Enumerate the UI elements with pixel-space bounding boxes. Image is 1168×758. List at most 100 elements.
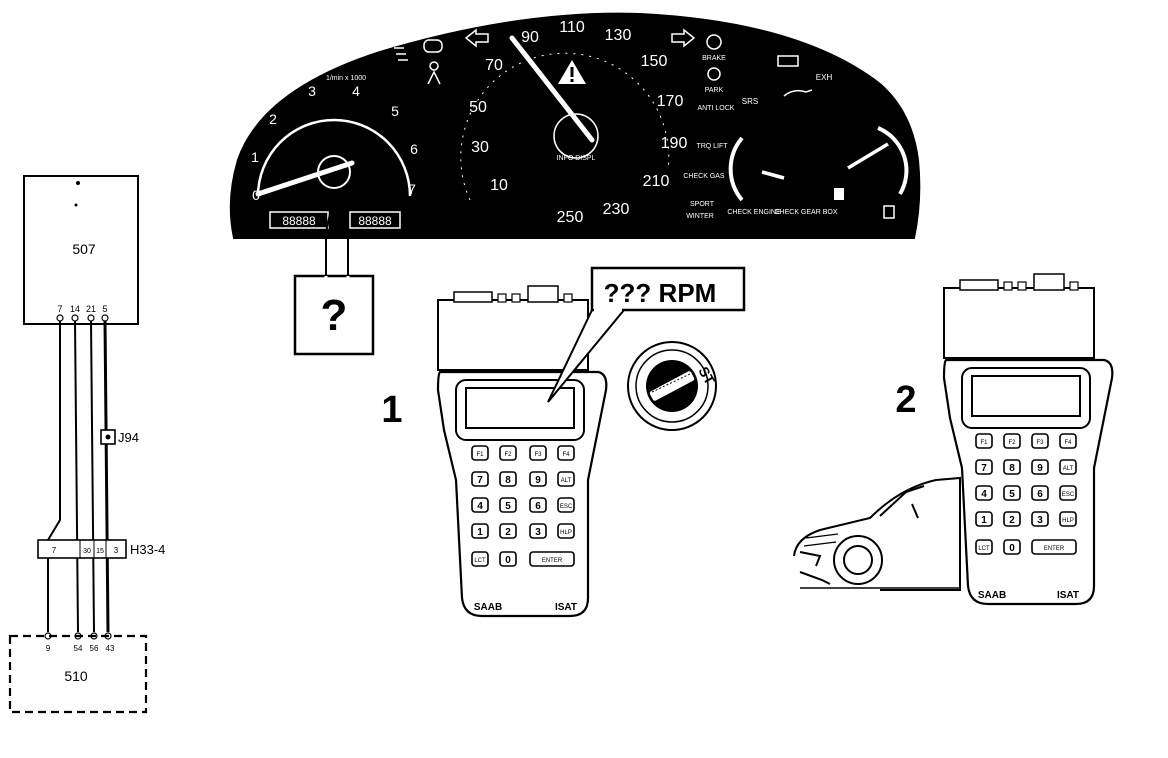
svg-text:0: 0 [1009, 543, 1015, 554]
tacho-tick-5: 5 [391, 103, 399, 119]
tacho-tick-1: 1 [251, 149, 259, 165]
svg-text:7: 7 [981, 463, 987, 474]
speed-tick-50: 50 [469, 99, 487, 116]
pin-label-14: 14 [70, 304, 80, 314]
tacho-tick-4: 4 [352, 83, 360, 99]
turn-right-icon [671, 28, 696, 48]
tester-1-brand: SAAB [474, 602, 502, 613]
svg-text:ENTER: ENTER [1044, 546, 1065, 552]
fuel-pump-icon [834, 188, 844, 200]
headlight-icon [423, 39, 443, 53]
sport-label: SPORT [690, 201, 715, 208]
svg-text:4: 4 [981, 489, 987, 500]
svg-text:1: 1 [981, 515, 987, 526]
svg-text:F4: F4 [562, 452, 570, 458]
svg-text:9: 9 [1037, 463, 1043, 474]
question-mark: ? [321, 291, 348, 340]
temperature-gauge: CHECK ENGINE CHECK GEAR BOX [727, 136, 838, 216]
speed-tick-230: 230 [603, 201, 630, 218]
tester-2-brand: SAAB [978, 590, 1006, 601]
svg-text:1: 1 [477, 527, 483, 538]
ignition-key-icon [648, 369, 696, 403]
check-gearbox-label: CHECK GEAR BOX [774, 209, 837, 216]
pin-label-7: 7 [57, 304, 62, 314]
module-510-label: 510 [64, 668, 88, 684]
pin-label-21: 21 [86, 304, 96, 314]
question-callout: ? [293, 192, 375, 356]
fuel-low-icon [883, 205, 895, 219]
pin-label-5: 5 [102, 304, 107, 314]
speed-tick-190: 190 [661, 135, 688, 152]
tester-1: F1 F2 F3 F4 7 8 9 ALT 4 5 6 ESC 1 2 3 HL… [436, 284, 608, 618]
svg-text:HLP: HLP [1062, 518, 1074, 524]
oil-icon [783, 89, 813, 97]
check-engine-label: CHECK ENGINE [727, 209, 781, 216]
battery-icon [777, 55, 799, 67]
speedometer: INFO DISPL 10 30 50 70 90 110 130 150 17… [460, 19, 688, 226]
tester-1-keypad: F1 F2 F3 F4 7 8 9 ALT 4 5 6 ESC 1 2 3 HL… [471, 445, 575, 567]
seatbelt-icon [427, 61, 441, 85]
svg-text:HLP: HLP [560, 530, 572, 536]
tester-2-model: ISAT [1057, 590, 1079, 601]
svg-text:88888: 88888 [282, 214, 316, 228]
warning-icons-left [394, 28, 696, 85]
tacho-tick-7: 7 [408, 181, 416, 197]
pin-label-9: 9 [46, 644, 51, 653]
svg-text:6: 6 [535, 501, 541, 512]
speed-tick-70: 70 [485, 57, 503, 74]
info-display-label: INFO DISPL [557, 155, 596, 162]
srs-label: SRS [742, 97, 758, 106]
wire-21 [90, 320, 95, 633]
brake-label: BRAKE [702, 55, 726, 62]
svg-text:2: 2 [505, 527, 511, 538]
ignition-switch: ST [627, 341, 718, 431]
exh-label: EXH [816, 73, 833, 82]
tacho-unit-note: 1/min x 1000 [326, 75, 366, 82]
brake-icon [706, 34, 722, 50]
svg-text:ESC: ESC [1062, 492, 1075, 498]
speed-tick-170: 170 [657, 93, 684, 110]
wire-7 [47, 321, 61, 632]
connector-pin-30: 30 [83, 548, 91, 555]
pin-label-54: 54 [74, 644, 83, 653]
tacho-tick-0: 0 [252, 187, 260, 203]
tacho-needle [255, 160, 355, 197]
module-507 [23, 175, 139, 325]
svg-text:5: 5 [505, 501, 511, 512]
svg-text:4: 4 [477, 501, 483, 512]
connector-h33-4-label: H33-4 [130, 542, 165, 557]
pin-label-56: 56 [90, 644, 99, 653]
module-507-label: 507 [72, 241, 96, 257]
svg-text:88888: 88888 [358, 214, 392, 228]
fog-light-icon [394, 47, 408, 61]
speed-tick-10: 10 [490, 177, 508, 194]
tacho-tick-2: 2 [269, 111, 277, 127]
tester-2-keypad: F1 F2 F3 F4 7 8 9 ALT 4 5 6 ESC 1 2 3 HL… [975, 433, 1077, 555]
instrument-cluster: 0 1 2 3 4 5 6 7 1/min x 1000 88888 88888 [229, 12, 921, 239]
tacho-tick-3: 3 [308, 83, 316, 99]
car-illustration [793, 476, 961, 591]
warning-labels-right: BRAKE PARK ANTI LOCK TRQ LIFT CHECK GAS … [683, 34, 833, 220]
svg-text:9: 9 [535, 475, 541, 486]
svg-text:LCT: LCT [474, 558, 486, 564]
junction-j94-label: J94 [118, 430, 139, 445]
car-wheel [833, 535, 883, 585]
svg-text:F2: F2 [1008, 440, 1016, 446]
svg-text:F2: F2 [504, 452, 512, 458]
speed-tick-90: 90 [521, 29, 539, 46]
svg-text:3: 3 [535, 527, 541, 538]
svg-text:F1: F1 [980, 440, 988, 446]
svg-text:LCT: LCT [978, 546, 990, 552]
rpm-callout: ??? RPM [547, 266, 746, 403]
svg-text:ALT: ALT [1063, 466, 1074, 472]
step-2-label: 2 [895, 379, 916, 421]
svg-text:5: 5 [1009, 489, 1015, 500]
speed-tick-30: 30 [471, 139, 489, 156]
svg-text:F4: F4 [1064, 440, 1072, 446]
step-1-label: 1 [381, 389, 402, 431]
speed-needle [509, 35, 595, 143]
connector-pin-3: 3 [114, 546, 119, 555]
ignition-st-label: ST [695, 364, 718, 388]
svg-text:ENTER: ENTER [542, 558, 563, 564]
svg-text:F3: F3 [534, 452, 542, 458]
